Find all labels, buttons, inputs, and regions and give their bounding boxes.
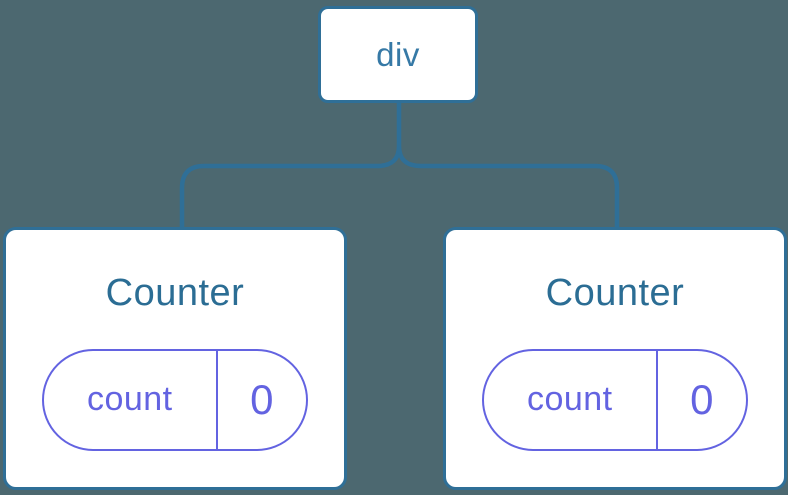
component-title: Counter (105, 272, 245, 314)
state-pill: count 0 (482, 348, 748, 451)
counter-component-card-right: Counter count 0 (443, 227, 787, 490)
root-node-div: div (318, 6, 478, 103)
state-key: count (484, 350, 658, 449)
component-title: Counter (545, 272, 685, 314)
root-node-label: div (376, 35, 420, 73)
state-value: 0 (250, 375, 274, 423)
state-value: 0 (690, 375, 714, 423)
connector-path (179, 100, 620, 228)
counter-component-card-left: Counter count 0 (3, 227, 347, 490)
state-key: count (44, 350, 218, 449)
state-pill: count 0 (42, 348, 308, 451)
